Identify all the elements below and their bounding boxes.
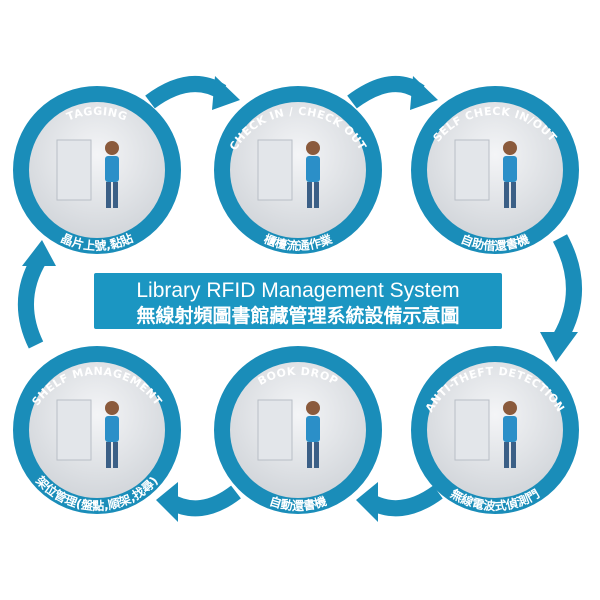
arrowhead-icon: [156, 482, 178, 522]
title-box: Library RFID Management System 無線射頻圖書館藏管…: [92, 271, 504, 331]
stage-illustration: [13, 86, 181, 254]
stage-illustration: [411, 86, 579, 254]
arrowhead-icon: [212, 76, 240, 110]
person-illustration: [257, 399, 320, 468]
arrowhead-icon: [22, 240, 56, 266]
stage-name: TAGGING: [65, 105, 129, 124]
person-illustration: [454, 399, 517, 468]
person-illustration: [454, 139, 517, 208]
arrow-shelf-to-tagging: [18, 253, 47, 349]
stage-illustration: [214, 86, 382, 254]
arrow-checkin-to-self: [347, 76, 425, 109]
arrow-bookdrop-to-shelf: [163, 485, 241, 517]
stage-illustration: [411, 346, 579, 514]
arrow-heads: [22, 76, 578, 522]
arrowhead-icon: [540, 332, 578, 362]
person-illustration: [56, 399, 119, 468]
title-english: Library RFID Management System: [136, 279, 459, 302]
arrow-tagging-to-checkin: [145, 76, 227, 109]
arrowhead-icon: [356, 482, 378, 522]
arrowhead-icon: [410, 76, 438, 110]
stage-illustration: [13, 346, 181, 514]
title-chinese: 無線射頻圖書館藏管理系統設備示意圖: [136, 304, 459, 327]
arrow-antitheft-to-bookdrop: [363, 485, 443, 517]
arrow-self-to-antitheft: [552, 234, 582, 343]
person-illustration: [257, 139, 320, 208]
stage-illustration: [214, 346, 382, 514]
stage-chinese-label: 自動還書機: [268, 493, 328, 513]
person-illustration: [56, 139, 119, 208]
